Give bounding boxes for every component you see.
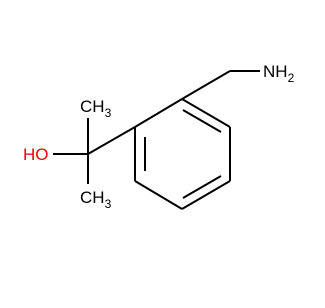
ring-double-bond-bottom-right: [182, 175, 222, 199]
benzene-ring: [134, 98, 231, 210]
amine-label: NH2: [263, 62, 295, 85]
methyl-top-label: CH3: [80, 97, 112, 120]
ring-bond-top-left: [134, 98, 183, 128]
bond-ring-to-ch2: [181, 70, 231, 100]
bond-ring-to-quaternary-carbon: [87, 126, 136, 155]
ring-bond-bottom-right: [181, 180, 231, 210]
aminomethyl-group: NH2: [181, 62, 295, 100]
hydroxy-isopropyl-group: CH3 CH3 HO: [23, 97, 136, 211]
methyl-bottom-label: CH3: [80, 188, 112, 211]
hydroxyl-label: HO: [23, 145, 49, 164]
ring-bond-top-right: [181, 98, 231, 128]
ring-double-bond-top-right: [182, 109, 222, 133]
ring-bond-bottom-left: [134, 180, 183, 210]
